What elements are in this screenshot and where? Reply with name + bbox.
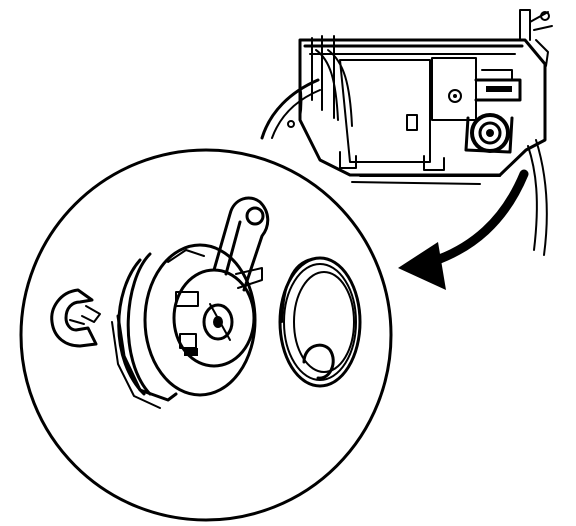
- door-handle-assembly: [260, 9, 553, 256]
- retaining-clip: [50, 288, 101, 348]
- return-spring: [278, 256, 362, 388]
- detail-magnifier-circle: [19, 148, 393, 522]
- callout-arrow: [398, 169, 529, 290]
- lever-cam: [111, 196, 270, 409]
